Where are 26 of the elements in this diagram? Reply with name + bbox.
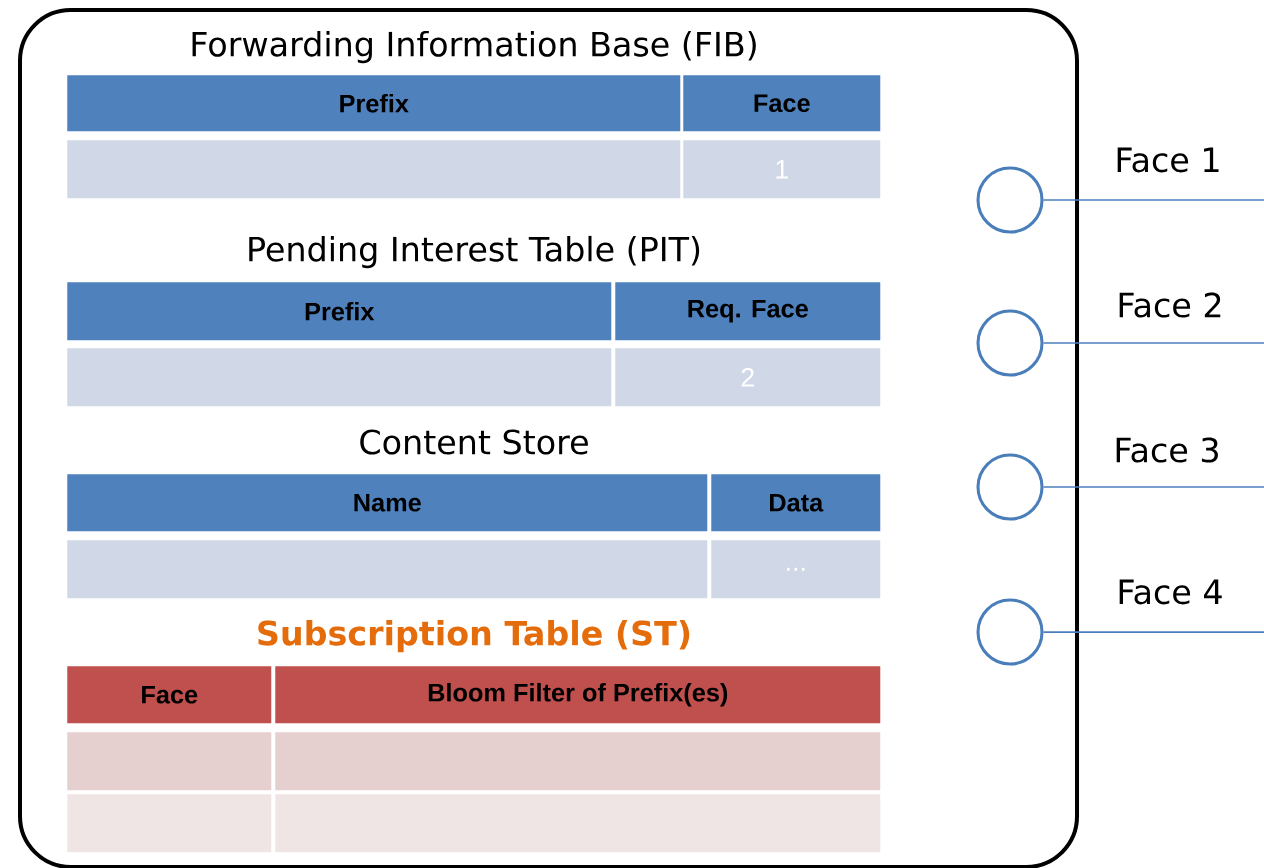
table-title: Subscription Table (ST) <box>258 619 690 653</box>
port-label: Face 2 <box>1119 292 1221 318</box>
table-header-cell: Data <box>711 474 881 532</box>
table-header-cell: Prefix <box>67 282 612 341</box>
connector-line <box>1042 486 1264 488</box>
table-title: Pending Interest Table (PIT) <box>249 235 700 269</box>
table-header-cell: Bloom Filter of Prefix(es) <box>275 666 881 724</box>
table-header-cell: Name <box>67 474 708 532</box>
connector-line <box>1042 631 1264 633</box>
port-label: Face 4 <box>1119 579 1222 605</box>
port-circle <box>976 453 1044 521</box>
port-circle <box>976 166 1044 234</box>
port-circle <box>976 598 1044 666</box>
table-header-cell: Req. Face <box>615 282 881 341</box>
connector-line <box>1042 342 1264 344</box>
router-box <box>18 8 1079 868</box>
port-label: Face 1 <box>1117 147 1219 173</box>
table-cell: ... <box>711 540 881 599</box>
table-title: Forwarding Information Base (FIB) <box>192 30 756 64</box>
connector-line <box>1042 199 1264 201</box>
table-header-cell: Prefix <box>67 75 681 132</box>
table-header-cell: Face <box>67 666 272 724</box>
port-label: Face 3 <box>1116 437 1218 463</box>
table-title: Content Store <box>360 429 588 455</box>
port-circle <box>976 309 1044 377</box>
table-header-cell: Face <box>683 75 881 132</box>
